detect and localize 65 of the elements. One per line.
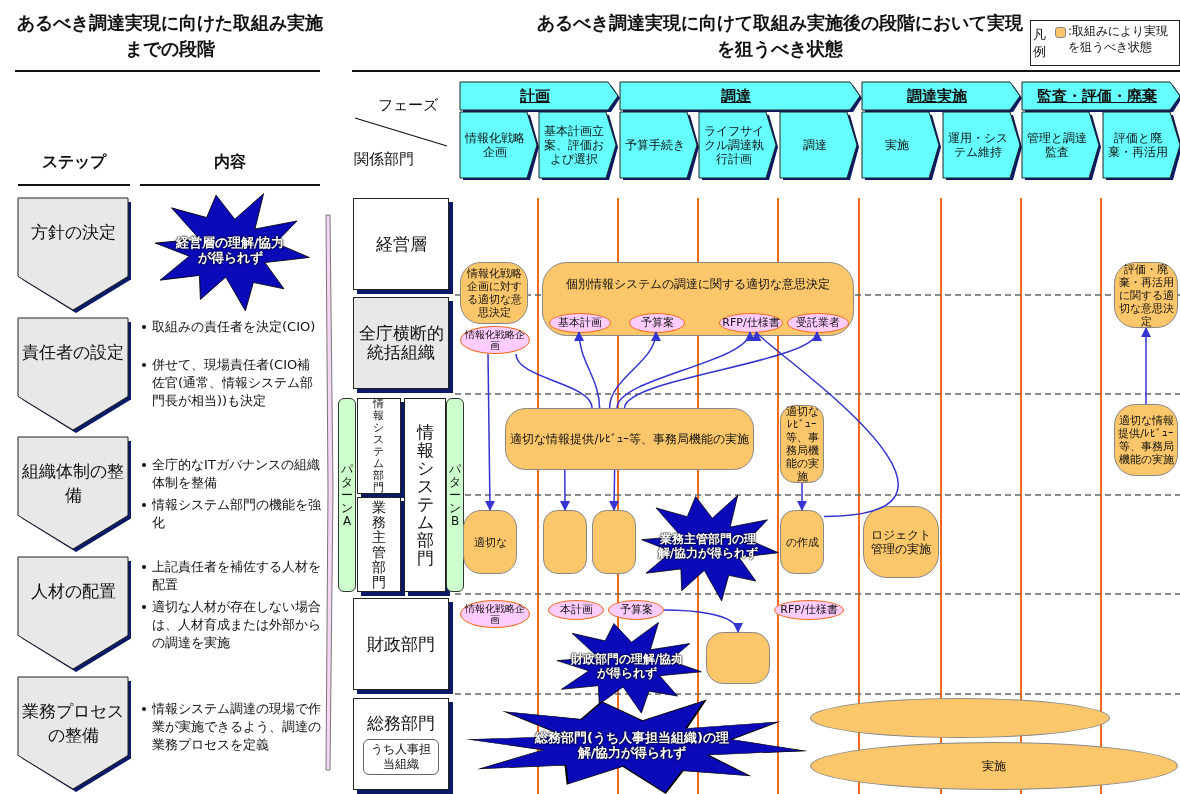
legend-text: :取組みにより実現を狙うべき状態 [1068,23,1170,55]
deliverable-oval: 受託業者 [787,313,849,333]
bullet-text: 併せて、現場責任者(CIO補佐官(通常、情報システム部門長が相当))も決定 [140,356,322,410]
node-text: 個別情報システムの調達に関する適切な意思決定 [566,277,830,291]
subphase-banner: 基本計画立案、評価および選択 [539,112,616,178]
state-box: ロジェクト管理の実施 [863,506,939,578]
state-box [592,510,636,574]
heading: あるべき調達実現に向けて取組み実施後の段階において実現を狙うべき状態 [536,11,1024,61]
bullet-text: 全庁的なITガバナンスの組織体制を整備 [140,456,322,492]
deliverable-oval: RFP/仕様書 [719,313,783,333]
step-pentagon: 責任者の設定 [18,318,128,430]
subphase-banner: ライフサイクル調達執行計画 [699,112,776,178]
bullet-text: 取組みの責任者を決定(CIO) [140,318,322,336]
arrow [663,609,741,633]
pattern-bracket: パターンB [446,398,464,592]
state-ellipse: 実施 [810,742,1178,790]
subphase-banner: 実施 [862,112,939,178]
bullet-text: 適切な人材が存在しない場合は、人材育成または外部からの調達を実施 [140,598,322,652]
arrow [608,469,620,512]
arrow [755,331,899,518]
axis-label: 関係部門 [354,150,415,169]
sub-label: うち人事担当組織 [363,738,439,775]
state-box: 評価・廃棄・再活用に関する適切な意思決定 [1114,262,1178,328]
state-box: 情報化戦略企画に対する適切な意思決定 [460,262,528,324]
arrow [574,330,601,409]
deliverable-oval: 予算案 [608,600,664,620]
heading: あるべき調達実現に向けた取組み実施までの段階 [16,11,324,61]
state-box: 適切なﾚﾋﾞｭｰ等、事務局機能の実施 [780,405,824,483]
bullet-text: 情報システム部門の機能を強化 [140,496,322,532]
column-heading: ステップ [41,152,108,173]
arrow [559,469,571,512]
step-pentagon: 組織体制の整備 [18,437,128,549]
deliverable-oval: 予算案 [629,313,685,333]
legend-heading: 凡例 [1033,26,1047,60]
step-pentagon: 方針の決定 [18,198,128,310]
pattern-bracket: パターンA [338,398,356,592]
subphase-banner: 情報化戦略企画 [460,112,537,178]
subphase-banner: 運用・システム維持 [943,112,1020,178]
arrow [1140,326,1152,405]
deliverable-oval: 本計画 [548,600,604,620]
bullet-text: 上記責任者を補佐する人材を配置 [140,558,322,594]
state-box [542,262,854,336]
deliverable-oval: 情報化戦略企画 [460,600,530,628]
state-box: 適切な情報提供/ﾚﾋﾞｭｰ等、事務局機能の実施 [1114,404,1178,476]
subphase-banner: 予算手続き [620,112,697,178]
arrow [484,353,496,512]
node-text: 総務部門 [367,713,435,733]
deliverable-oval: RFP/仕様書 [774,600,844,620]
bullet-text: 情報システム調達の現場で作業が実施できるよう、調達の業務プロセスを定義 [140,700,322,754]
step-pentagon: 人材の配置 [18,557,128,669]
column-heading: 内容 [213,152,247,173]
state-box [543,510,587,574]
state-box: 適切な情報提供/ﾚﾋﾞｭｰ等、事務局機能の実施 [505,408,754,470]
state-box: 適切な [463,510,517,574]
state-box: の作成 [780,510,824,574]
state-box [706,632,770,684]
subphase-banner: 評価と廃棄・再活用 [1103,112,1180,178]
deliverable-oval: 情報化戦略企画 [460,326,530,354]
phase-banner: 調達 [620,82,860,110]
axis-label: フェーズ [378,96,439,115]
subphase-banner: 管理と調達監査 [1022,112,1099,178]
subphase-banner: 調達 [780,112,857,178]
arrow [796,482,808,512]
deliverable-oval: 基本計画 [549,313,611,333]
step-pentagon: 業務プロセスの整備 [18,677,128,789]
